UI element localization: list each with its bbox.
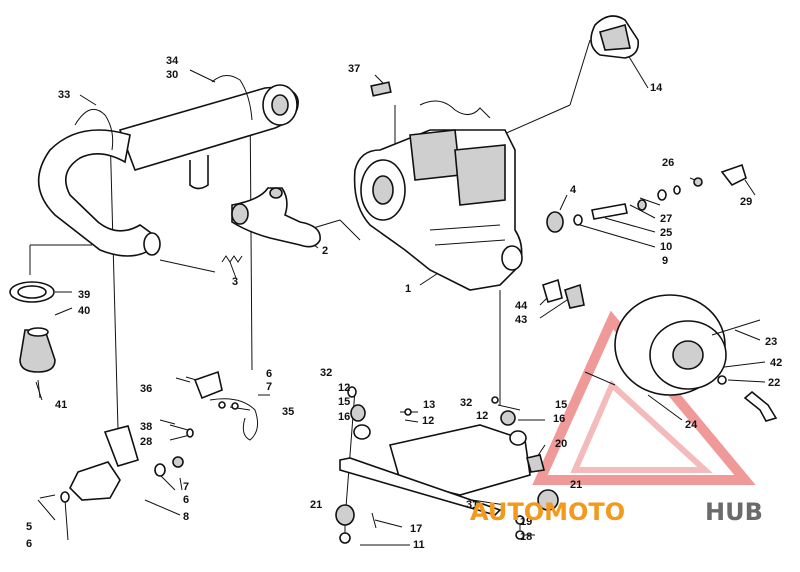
callout-7-b: 7: [266, 381, 272, 393]
shaft-assembly: [546, 163, 747, 233]
watermark-triangle: [532, 310, 756, 485]
callout-2: 2: [322, 245, 328, 257]
callout-31: 31: [466, 499, 478, 511]
muffler: [118, 84, 299, 190]
drive-clutch: [584, 294, 778, 422]
callout-37: 37: [348, 63, 360, 75]
callout-12-a: 12: [338, 382, 350, 394]
callout-34: 34: [166, 55, 179, 67]
callout-19: 19: [520, 516, 532, 528]
callout-25: 25: [660, 227, 672, 239]
callout-15-b: 15: [555, 399, 567, 411]
engine-block: [353, 100, 523, 291]
callout-3: 3: [232, 276, 238, 288]
callout-12-b: 12: [422, 415, 434, 427]
callout-21-a: 21: [310, 499, 322, 511]
callout-15-a: 15: [338, 396, 350, 408]
callout-42: 42: [770, 357, 782, 369]
watermark-automoto: AUTOMOTO: [470, 498, 625, 526]
callout-28: 28: [140, 436, 152, 448]
callout-6-a: 6: [26, 538, 32, 550]
callout-38: 38: [140, 421, 152, 433]
callout-4: 4: [570, 184, 577, 196]
callout-8: 8: [183, 511, 189, 523]
callout-43: 43: [515, 314, 527, 326]
exhaust-boot: [9, 281, 56, 401]
callout-12-c: 12: [476, 410, 488, 422]
callout-11: 11: [413, 539, 425, 551]
callout-41: 41: [55, 399, 67, 411]
bushings: [542, 278, 585, 309]
bracket-assembly-left: [39, 425, 184, 503]
callout-24: 24: [685, 419, 698, 431]
bracket-assembly-mid: [159, 370, 259, 441]
watermark-hub: HUB: [705, 498, 763, 526]
callout-44: 44: [515, 300, 528, 312]
callout-23: 23: [765, 336, 777, 348]
callout-16-b: 16: [553, 413, 565, 425]
callout-29: 29: [740, 196, 752, 208]
callout-14: 14: [650, 82, 663, 94]
exhaust-pipe: [37, 129, 161, 257]
callout-32-b: 32: [460, 397, 472, 409]
callout-17: 17: [410, 523, 422, 535]
tag-part-37: [370, 81, 392, 97]
callout-18: 18: [520, 531, 532, 543]
callout-40: 40: [78, 305, 90, 317]
watermark-logo: [532, 310, 756, 485]
callout-1: 1: [405, 283, 411, 295]
callout-39: 39: [78, 289, 90, 301]
callout-5: 5: [26, 521, 32, 533]
callout-labels: 1 2 3 4 5 6 6 6 7 7 8 9 10 11 12 12 12 1…: [26, 55, 782, 551]
callout-22: 22: [768, 377, 780, 389]
callout-35: 35: [282, 406, 294, 418]
callout-16-a: 16: [338, 411, 350, 423]
exhaust-manifold: [231, 187, 321, 248]
callout-20: 20: [555, 438, 567, 450]
engine-mount-plate: [335, 386, 559, 544]
callout-36: 36: [140, 383, 152, 395]
callout-13: 13: [423, 399, 435, 411]
callout-10: 10: [660, 241, 672, 253]
callout-32-a: 32: [320, 367, 332, 379]
callout-9: 9: [662, 255, 668, 267]
callout-6-c: 6: [266, 368, 272, 380]
watermark-text: AUTOMOTO HUB: [470, 498, 763, 526]
callout-6-b: 6: [183, 494, 189, 506]
callout-7-a: 7: [183, 481, 189, 493]
callout-30: 30: [166, 69, 178, 81]
callout-27: 27: [660, 213, 672, 225]
recoil-starter-cover: [590, 15, 640, 59]
callout-33: 33: [58, 89, 70, 101]
callout-21-b: 21: [570, 479, 582, 491]
watermark-inner-triangle: [570, 379, 713, 473]
callout-26: 26: [662, 157, 674, 169]
